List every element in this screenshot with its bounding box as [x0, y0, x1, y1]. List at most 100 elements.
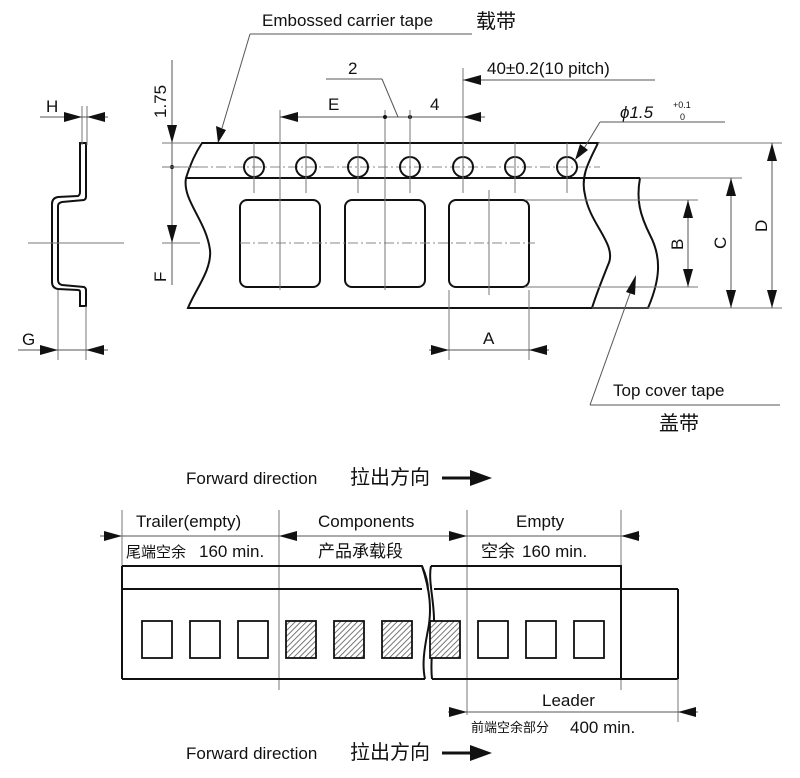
d-arrow-top	[767, 143, 777, 161]
b-arrow-top	[683, 200, 693, 218]
arrow-f	[167, 225, 177, 243]
components-arrow-right	[449, 531, 467, 541]
dim-175-label: 1.75	[151, 85, 170, 118]
dim-d-label: D	[752, 220, 771, 232]
dim-h-label: H	[46, 97, 58, 116]
dim-hole-tol-minus: 0	[680, 112, 685, 122]
leader-dimension: Leader 前端空余部分 400 min.	[448, 679, 698, 737]
pocket-empty	[237, 620, 269, 659]
cover-tape-right-top	[431, 565, 622, 589]
pocket-empty	[573, 620, 605, 659]
empty-arrow-right	[621, 531, 639, 541]
pitch-arrow	[463, 75, 481, 85]
trailer-length: 160 min.	[199, 542, 264, 561]
pitch-dimensions: E 4 2 40±0.2(10 pitch)	[280, 59, 655, 190]
carrier-tape-label: Embossed carrier tape	[262, 11, 433, 30]
break-line-left	[421, 565, 431, 680]
pocket-filled	[429, 620, 461, 659]
g-arrow-right	[86, 345, 104, 355]
cover-tape-callout: Top cover tape 盖带	[589, 275, 780, 435]
direction-arrow-icon	[470, 745, 492, 761]
carrier-tape-outline	[184, 142, 611, 309]
cover-leader-arrow	[626, 275, 636, 295]
forward-direction-bottom: Forward direction 拉出方向	[186, 740, 492, 764]
carrier-tape-plan	[180, 110, 742, 309]
dim-e-label: E	[328, 95, 339, 114]
hole-diameter-callout: ϕ1.5 +0.1 0	[575, 100, 725, 160]
tape-pockets	[141, 620, 605, 659]
leader-label: Leader	[542, 691, 595, 710]
pocket-center-marks	[279, 110, 490, 295]
trailer-label-cn: 尾端空余	[126, 543, 186, 561]
trailer-label: Trailer(empty)	[136, 512, 241, 531]
trailer-arrow-left	[104, 531, 122, 541]
leader-length: 400 min.	[570, 718, 635, 737]
forward-direction-label: Forward direction	[186, 744, 317, 763]
pocket-filled	[333, 620, 365, 659]
c-arrow-top	[726, 178, 736, 196]
top-diagram: Embossed carrier tape 载带 H G	[18, 9, 782, 435]
dim-hole-tol-plus: +0.1	[673, 100, 691, 110]
hole-leader-arrow	[575, 144, 588, 160]
leader-arrow-right	[678, 707, 696, 717]
pocket-empty	[189, 620, 221, 659]
cover-tape-right-edge	[592, 177, 660, 309]
hole-center-marks	[253, 143, 568, 193]
leader-label-cn: 前端空余部分	[471, 720, 549, 736]
carrier-leader-line	[221, 33, 251, 129]
cover-tape-label: Top cover tape	[613, 381, 725, 400]
components-arrow-left	[279, 531, 297, 541]
dim-1-75-and-f: 1.75 F	[151, 60, 200, 285]
pocket-empty	[141, 620, 173, 659]
direction-arrow-icon	[470, 470, 492, 486]
a-arrow-left	[431, 345, 449, 355]
dim-hole-label: ϕ1.5	[620, 103, 654, 122]
pocket-empty	[525, 620, 557, 659]
h-arrow-left	[64, 112, 82, 122]
pocket-filled	[381, 620, 413, 659]
empty-length: 160 min.	[522, 542, 587, 561]
cover-leader	[589, 284, 634, 406]
break-line-right	[429, 565, 436, 680]
dim-pitch-label: 40±0.2(10 pitch)	[487, 59, 610, 78]
segment-boundaries	[121, 510, 622, 715]
c-arrow-bottom	[726, 290, 736, 308]
cover-tape-label-cn: 盖带	[659, 411, 699, 435]
b-arrow-bottom	[683, 269, 693, 287]
empty-label: Empty	[516, 512, 565, 531]
e-arrow-left	[280, 112, 298, 122]
two-leader	[381, 78, 399, 118]
dim-a-label: A	[483, 329, 495, 348]
leader-arrow-left	[449, 707, 467, 717]
empty-label-cn: 空余	[481, 542, 515, 562]
forward-direction-label-cn: 拉出方向	[350, 465, 430, 489]
cover-tape-left-top	[122, 565, 429, 591]
dim-b-label: B	[668, 239, 687, 250]
h-arrow-right	[87, 112, 105, 122]
a-arrow-right	[529, 345, 547, 355]
components-label: Components	[318, 512, 414, 531]
pocket-filled	[285, 620, 317, 659]
forward-direction-label-cn: 拉出方向	[350, 740, 430, 764]
dim-4-label: 4	[430, 95, 439, 114]
pocket-empty	[477, 620, 509, 659]
bottom-diagram: Forward direction 拉出方向 Trailer(empty) Co…	[100, 465, 698, 764]
arrow-175	[167, 125, 177, 143]
side-profile: H G	[18, 97, 124, 360]
dim-a: A	[429, 290, 549, 360]
tape-strip	[121, 565, 679, 680]
d-arrow-bottom	[767, 290, 777, 308]
dim-g-label: G	[22, 330, 35, 349]
carrier-tape-label-cn: 载带	[476, 9, 516, 33]
dim-c-label: C	[711, 237, 730, 249]
dim-dot	[383, 115, 387, 119]
g-arrow-left	[40, 345, 58, 355]
four-arrow-right	[463, 112, 481, 122]
dim-f-label: F	[151, 272, 170, 282]
carrier-leader-arrow	[216, 126, 226, 143]
forward-direction-top: Forward direction 拉出方向	[186, 465, 492, 489]
width-dimensions: B C D	[525, 142, 782, 309]
dim-2-label: 2	[348, 59, 357, 78]
components-label-cn: 产品承载段	[318, 542, 403, 562]
